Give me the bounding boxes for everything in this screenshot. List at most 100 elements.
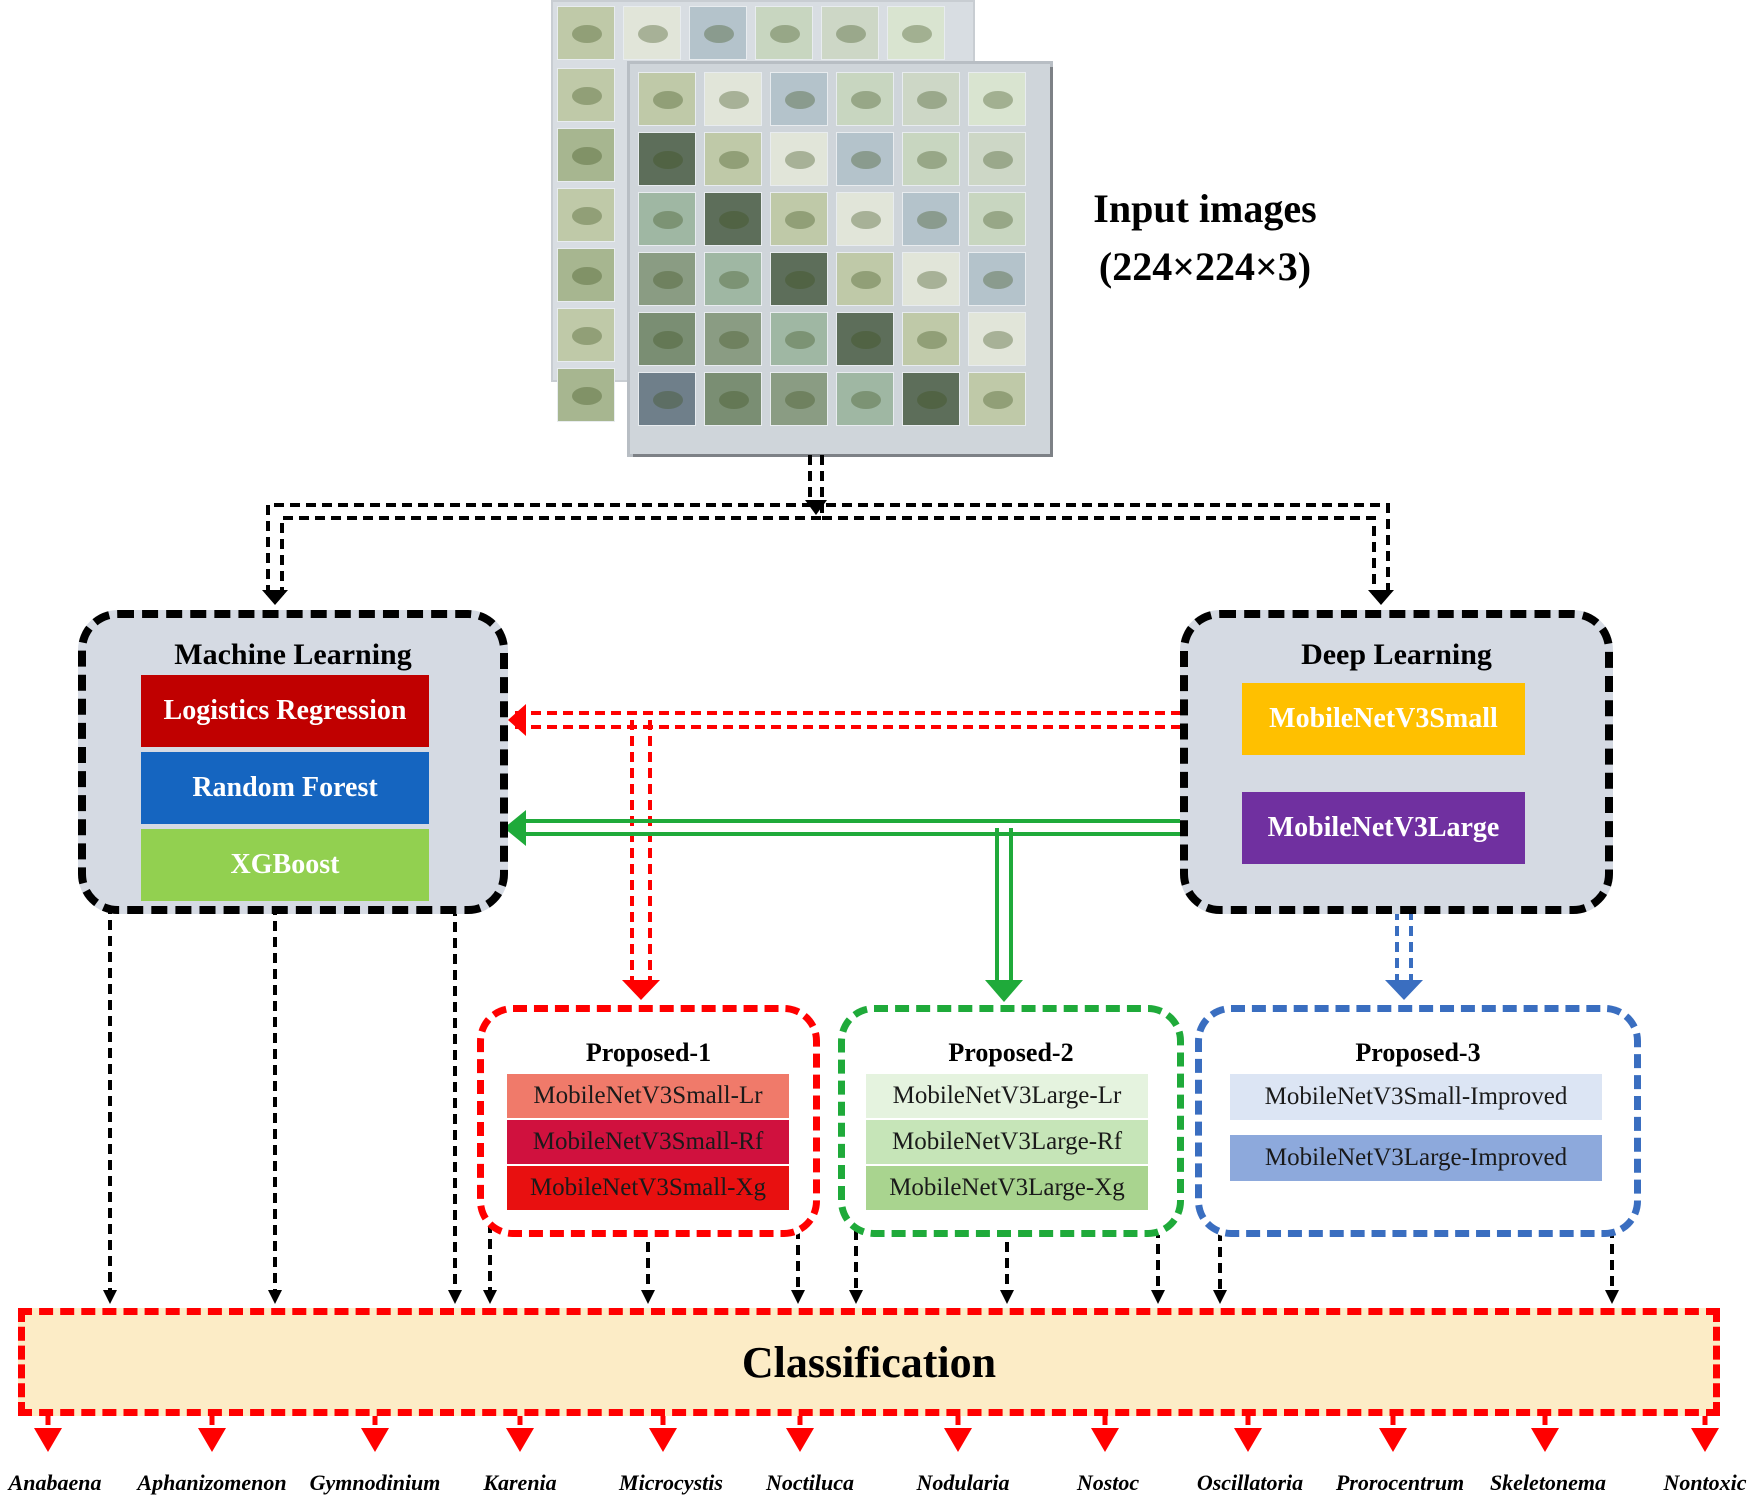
input-split-arrow: [266, 455, 1390, 595]
class-label-noctiluca: Noctiluca: [766, 1470, 854, 1495]
proposed-1-title: Proposed-1: [585, 1038, 712, 1067]
micrograph-thumbnail: [704, 252, 762, 306]
proposed-3-model-small-improved: MobileNetV3Small-Improved: [1230, 1074, 1602, 1120]
proposed-2-model-rf: MobileNetV3Large-Rf: [866, 1120, 1148, 1164]
class-label-skeletonema: Skeletonema: [1489, 1470, 1607, 1495]
deep-learning-panel: Deep Learning: [1180, 610, 1613, 914]
blue-arrow: [1395, 910, 1413, 985]
micrograph-thumbnail: [902, 192, 960, 246]
micrograph-thumbnail: [902, 312, 960, 366]
micrograph-thumbnail: [755, 6, 813, 60]
proposed-1-model-lr: MobileNetV3Small-Lr: [507, 1074, 789, 1118]
micrograph-thumbnail: [836, 72, 894, 126]
micrograph-thumbnail: [557, 248, 615, 302]
micrograph-thumbnail: [704, 192, 762, 246]
class-output-arrow-head: [361, 1428, 389, 1452]
micrograph-thumbnail: [968, 72, 1026, 126]
micrograph-thumbnail: [836, 312, 894, 366]
class-label-gymnodinium: Gymnodinium: [309, 1470, 441, 1495]
micrograph-thumbnail: [557, 68, 615, 122]
micrograph-thumbnail: [704, 372, 762, 426]
micrograph-thumbnail: [704, 132, 762, 186]
micrograph-thumbnail: [770, 372, 828, 426]
class-output-arrow-head: [1234, 1428, 1262, 1452]
class-output-arrow-head: [1091, 1428, 1119, 1452]
classification-bar: Classification: [18, 1308, 1720, 1416]
micrograph-thumbnail: [557, 308, 615, 362]
micrograph-thumbnail: [968, 252, 1026, 306]
proposed-2-model-xg: MobileNetV3Large-Xg: [866, 1166, 1148, 1210]
class-output-arrows: [34, 1416, 1719, 1452]
micrograph-thumbnail: [557, 128, 615, 182]
class-label-prorocentrum: Prorocentrum: [1335, 1470, 1465, 1495]
micrograph-thumbnail: [902, 72, 960, 126]
micrograph-thumbnail: [887, 6, 945, 60]
class-output-arrow-head: [198, 1428, 226, 1452]
micrograph-thumbnail: [638, 72, 696, 126]
micrograph-thumbnail: [770, 192, 828, 246]
machine-learning-title: Machine Learning: [174, 638, 412, 671]
class-output-arrow-head: [1691, 1428, 1719, 1452]
class-output-arrow-head: [786, 1428, 814, 1452]
input-size-label: (224×224×3): [1098, 244, 1312, 289]
class-output-arrow-head: [34, 1428, 62, 1452]
micrograph-thumbnail: [770, 312, 828, 366]
class-output-arrow-head: [649, 1428, 677, 1452]
input-image-collage-front: [630, 64, 1050, 454]
class-output-arrow-head: [506, 1428, 534, 1452]
xgboost-block: XGBoost: [141, 829, 429, 901]
class-label-anabaena: Anabaena: [8, 1470, 102, 1495]
logistic-regression-block: Logistics Regression: [141, 675, 429, 747]
micrograph-thumbnail: [968, 312, 1026, 366]
input-images-label: Input images: [1093, 186, 1317, 231]
proposed-3-model-large-improved: MobileNetV3Large-Improved: [1230, 1135, 1602, 1181]
class-label-nostoc: Nostoc: [1076, 1470, 1140, 1495]
micrograph-thumbnail: [770, 252, 828, 306]
micrograph-thumbnail: [638, 132, 696, 186]
micrograph-thumbnail: [770, 72, 828, 126]
micrograph-thumbnail: [968, 192, 1026, 246]
micrograph-thumbnail: [557, 6, 615, 60]
mobilenetv3small-block: MobileNetV3Small: [1242, 683, 1525, 755]
class-label-microcystis: Microcystis: [619, 1470, 723, 1495]
proposed-1-model-xg: MobileNetV3Small-Xg: [507, 1166, 789, 1210]
micrograph-thumbnail: [836, 252, 894, 306]
micrograph-thumbnail: [638, 252, 696, 306]
micrograph-thumbnail: [902, 132, 960, 186]
micrograph-thumbnail: [902, 252, 960, 306]
random-forest-block: Random Forest: [141, 752, 429, 824]
proposed-3-box: Proposed-3: [1195, 1005, 1641, 1237]
class-label-nodularia: Nodularia: [916, 1470, 1010, 1495]
class-label-aphanizomenon: Aphanizomenon: [137, 1470, 287, 1495]
micrograph-thumbnail: [902, 372, 960, 426]
green-bidirectional-arrow: [515, 819, 1232, 985]
micrograph-thumbnail: [821, 6, 879, 60]
class-label-nontoxic: Nontoxic: [1663, 1470, 1747, 1495]
proposed-2-title: Proposed-2: [948, 1038, 1074, 1067]
proposed-2-model-lr: MobileNetV3Large-Lr: [866, 1074, 1148, 1118]
micrograph-thumbnail: [704, 312, 762, 366]
class-label-oscillatoria: Oscillatoria: [1196, 1470, 1304, 1495]
class-label-karenia: Karenia: [483, 1470, 557, 1495]
micrograph-thumbnail: [968, 372, 1026, 426]
micrograph-thumbnail: [638, 372, 696, 426]
micrograph-thumbnail: [623, 6, 681, 60]
input-images-title: Input images (224×224×3): [1055, 180, 1355, 296]
micrograph-thumbnail: [689, 6, 747, 60]
micrograph-thumbnail: [557, 368, 615, 422]
proposed-3-title: Proposed-3: [1355, 1038, 1481, 1067]
micrograph-thumbnail: [638, 312, 696, 366]
micrograph-thumbnail: [836, 132, 894, 186]
micrograph-thumbnail: [638, 192, 696, 246]
proposed-1-model-rf: MobileNetV3Small-Rf: [507, 1120, 789, 1164]
micrograph-thumbnail: [770, 132, 828, 186]
red-bidirectional-arrow: [515, 711, 1232, 985]
class-output-arrow-head: [1531, 1428, 1559, 1452]
mobilenetv3large-block: MobileNetV3Large: [1242, 792, 1525, 864]
micrograph-thumbnail: [836, 372, 894, 426]
class-output-arrow-head: [1379, 1428, 1407, 1452]
micrograph-thumbnail: [704, 72, 762, 126]
class-output-arrow-head: [944, 1428, 972, 1452]
micrograph-thumbnail: [836, 192, 894, 246]
deep-learning-title: Deep Learning: [1301, 638, 1492, 671]
